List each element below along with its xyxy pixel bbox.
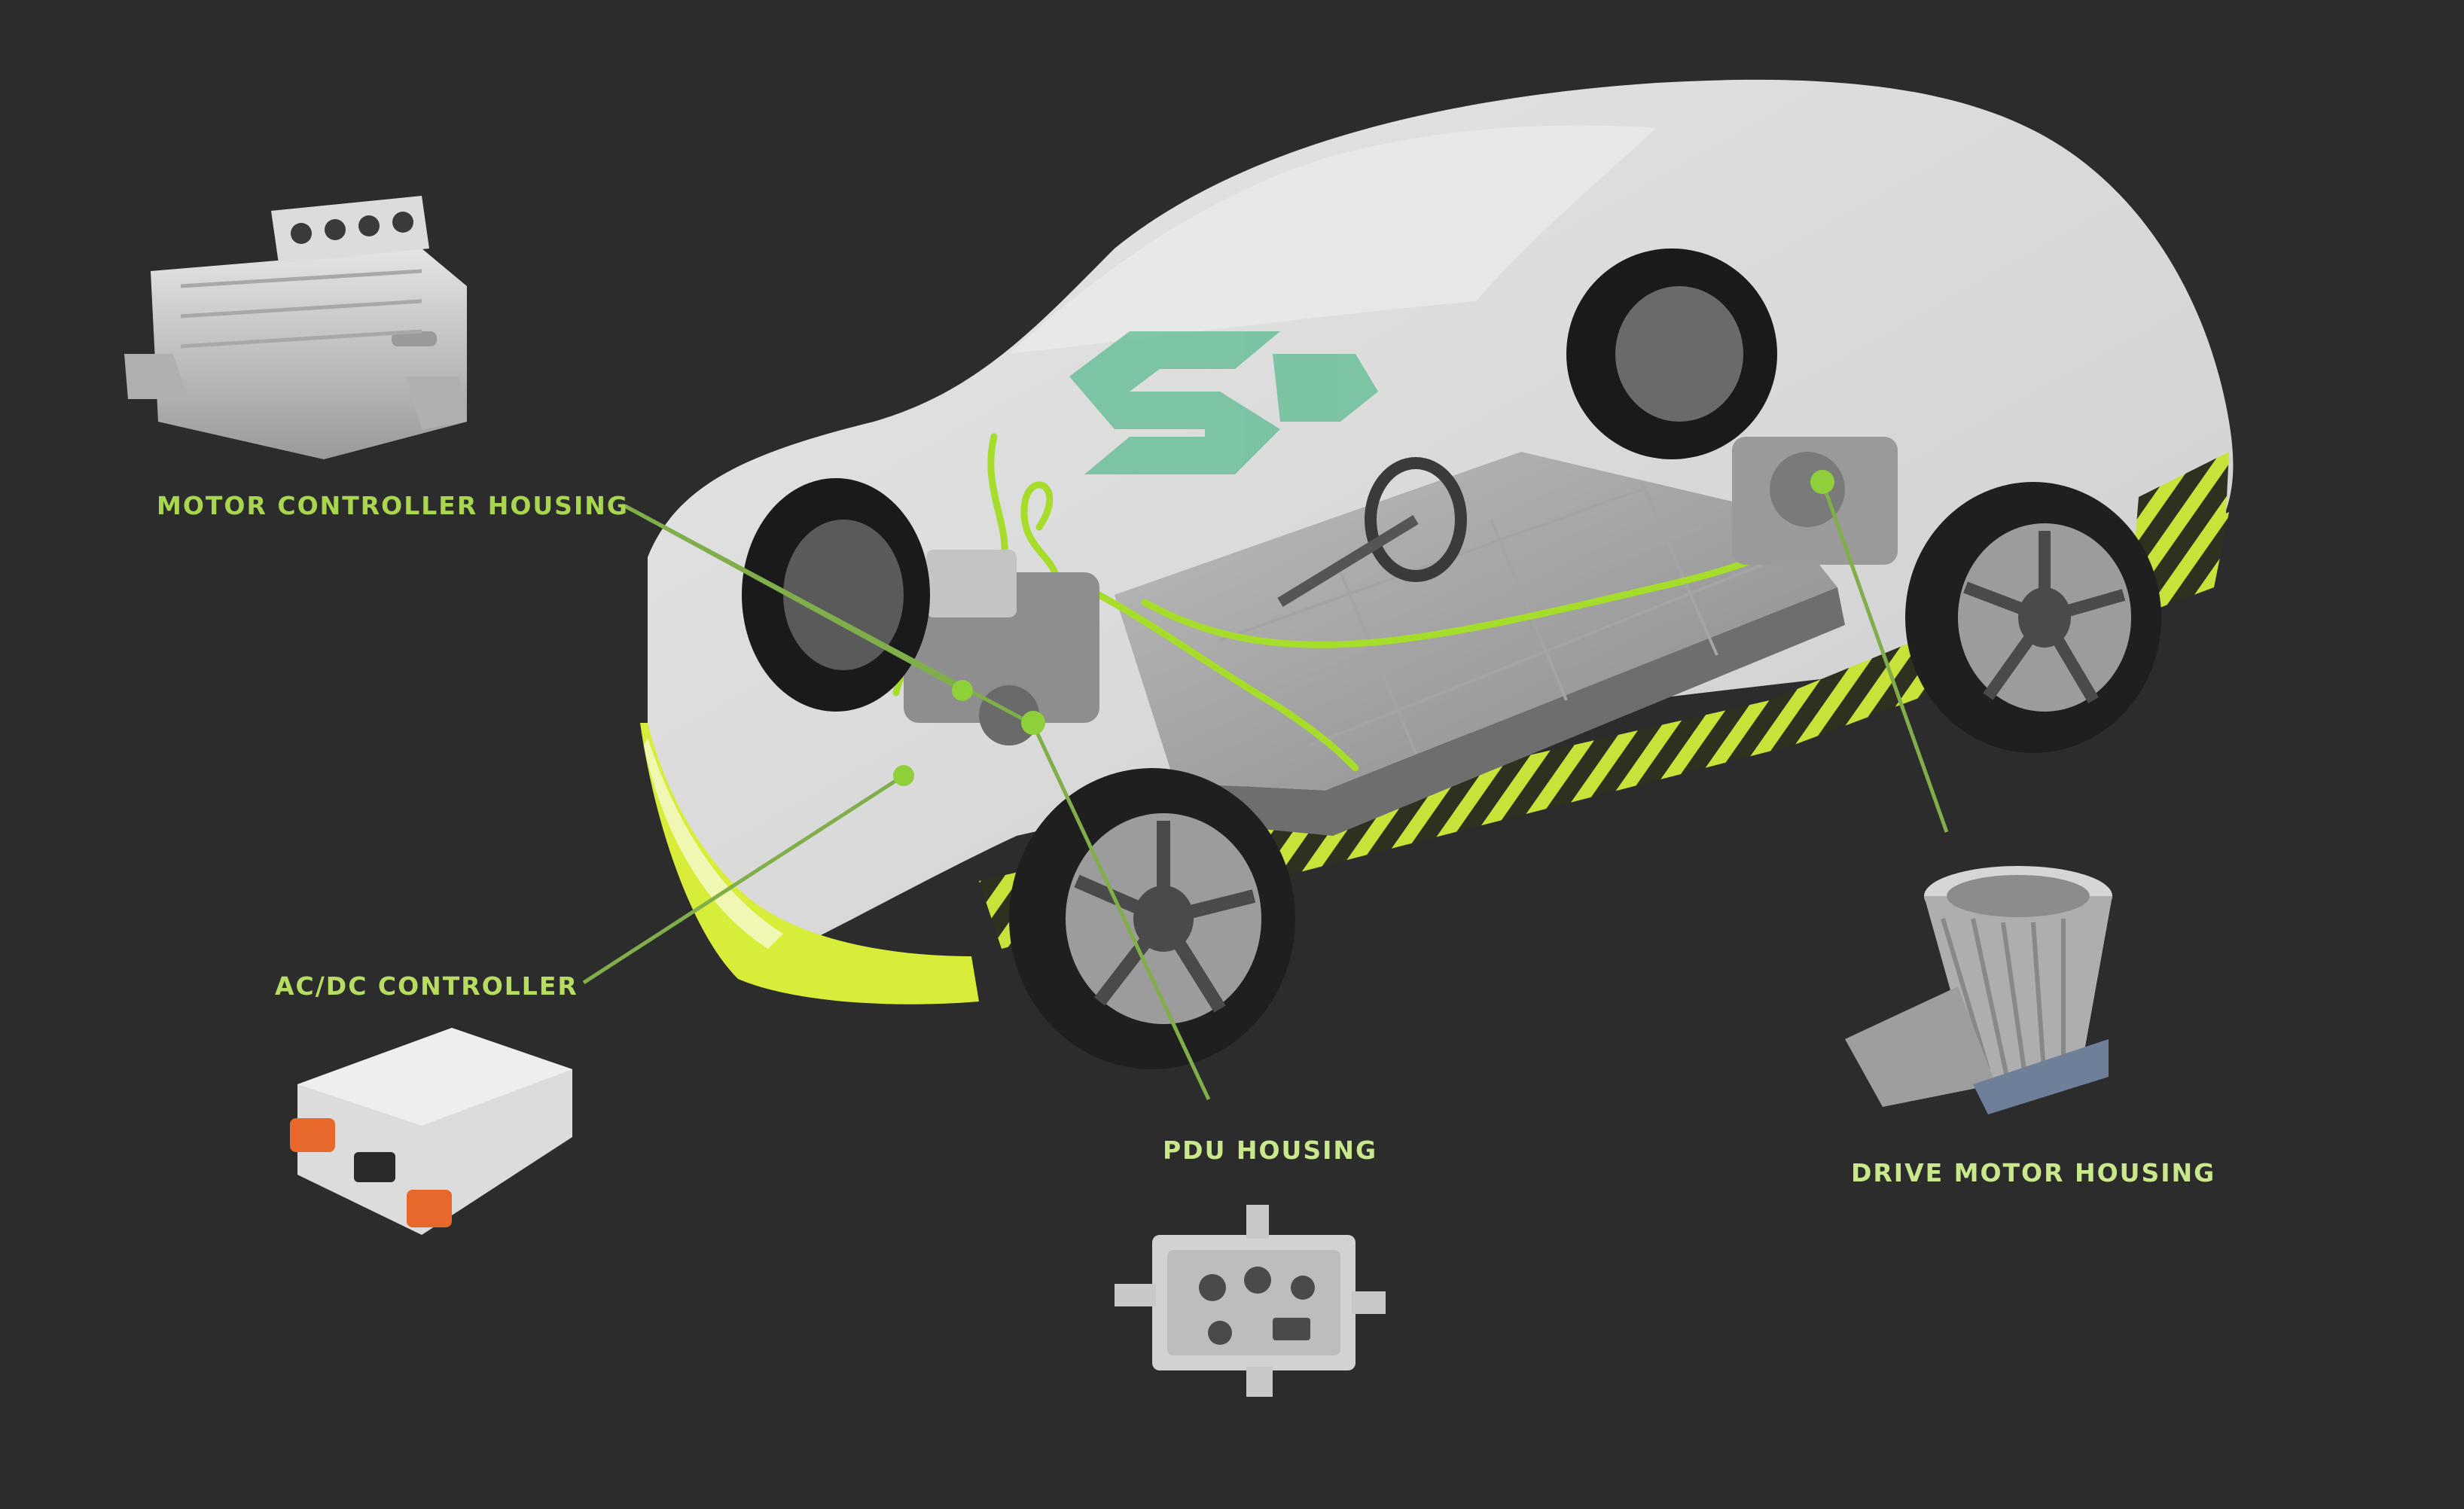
callout-dots — [893, 470, 1834, 786]
rocker-hazard-strip — [979, 512, 2229, 949]
wheel-rear-left — [1566, 248, 1777, 459]
front-bumper — [640, 723, 979, 1004]
battery-pack — [1115, 452, 1837, 791]
label-acdc-controller: AC/DC CONTROLLER — [275, 971, 578, 1001]
drive-motor-housing-image — [1845, 866, 2112, 1114]
leader-line-drive-motor — [1820, 481, 1949, 833]
emp-logo-watermark — [1069, 331, 1378, 474]
callout-dot-motor-controller — [952, 680, 973, 701]
label-motor-controller-housing: MOTOR CONTROLLER HOUSING — [157, 491, 629, 520]
callout-dot-acdc — [893, 765, 914, 786]
car-roof-glass — [1009, 125, 1657, 355]
callout-dot-drive-motor — [1810, 470, 1834, 494]
label-drive-motor-housing: DRIVE MOTOR HOUSING — [1851, 1158, 2216, 1187]
pdu-housing-image — [1115, 1205, 1386, 1397]
leader-line-acdc — [582, 773, 905, 985]
wheel-front-left — [1009, 768, 1295, 1069]
callout-dot-pdu — [1021, 711, 1045, 735]
leader-line-pdu — [1031, 723, 1211, 1101]
label-pdu-housing: PDU HOUSING — [1163, 1136, 1378, 1165]
acdc-controller-image — [290, 1028, 572, 1235]
wheel-front-right — [742, 478, 930, 712]
steering-wheel — [1365, 457, 1467, 582]
wheel-rear-right — [1905, 482, 2161, 753]
motor-controller-housing-image — [124, 196, 467, 459]
